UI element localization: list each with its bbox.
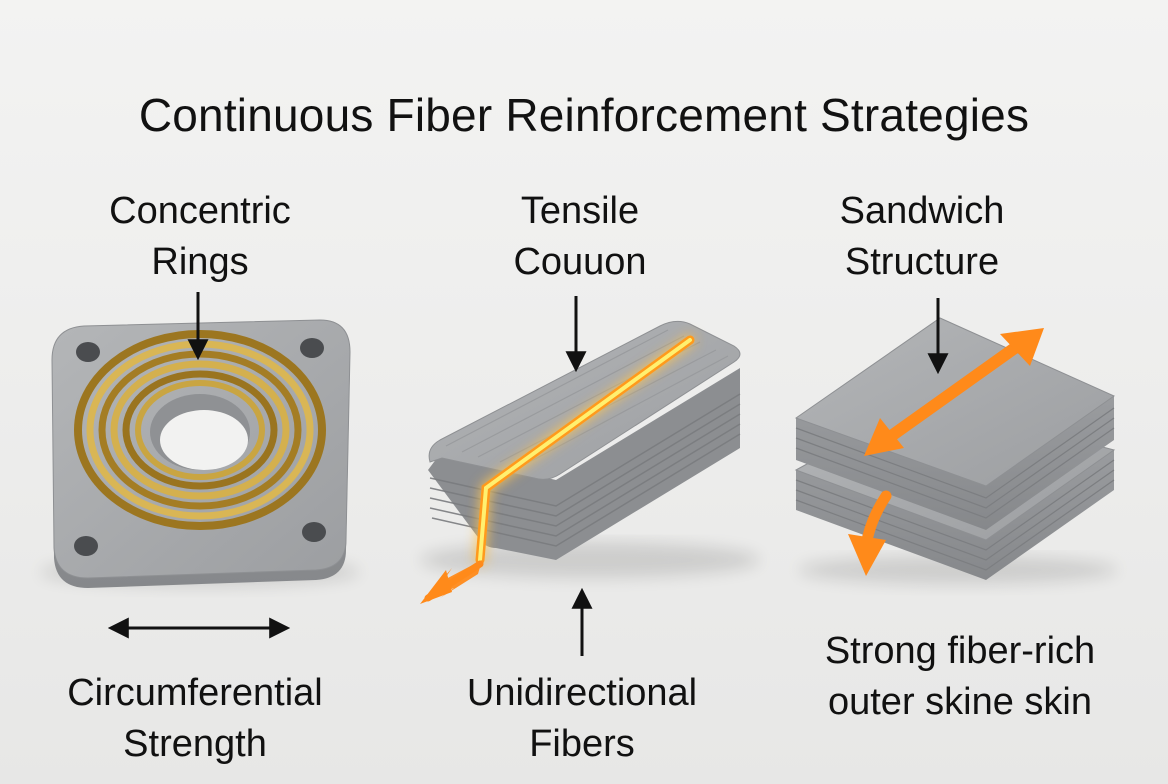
concentric-rings-part — [40, 320, 360, 588]
bolt-hole — [302, 522, 326, 542]
sandwich-structure-part — [796, 318, 1118, 584]
bolt-hole — [74, 536, 98, 556]
bolt-hole — [300, 338, 324, 358]
bolt-hole — [76, 342, 100, 362]
tensile-coupon-part — [420, 321, 760, 604]
